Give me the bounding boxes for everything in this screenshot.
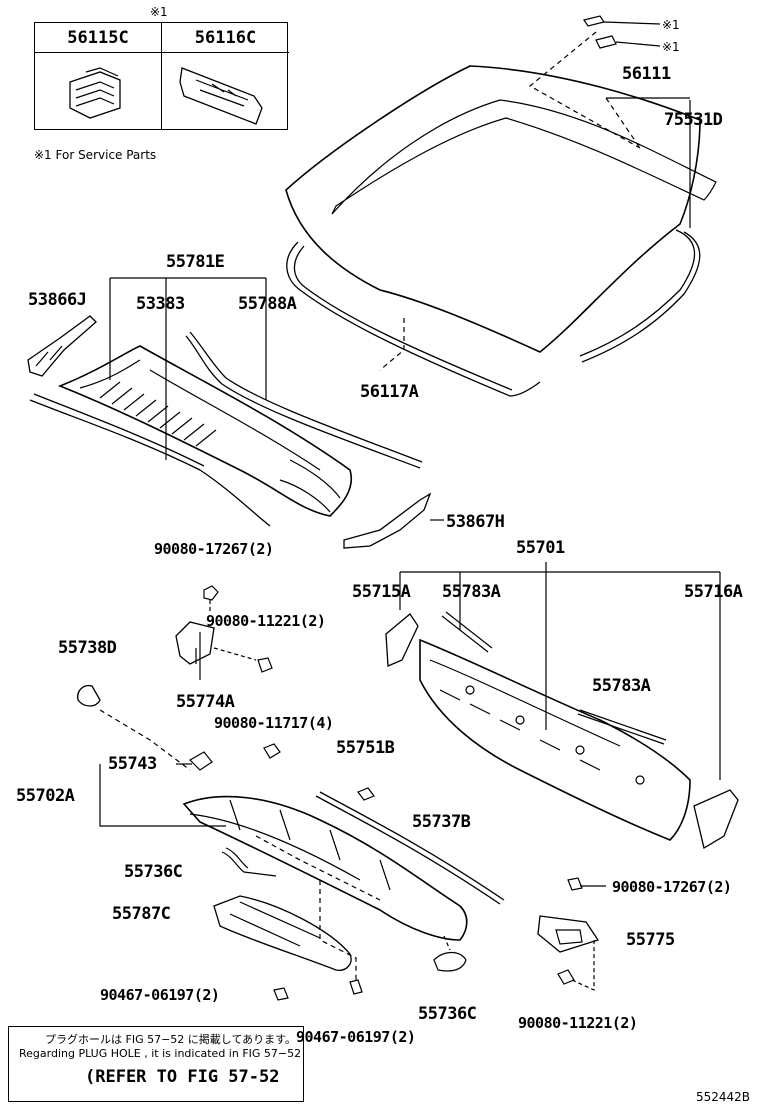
- bracket-55775: [537, 915, 600, 953]
- label-55783a-top: 55783A: [442, 582, 501, 602]
- grommet-55738d: [77, 684, 101, 707]
- bolt-icon: [273, 987, 289, 1001]
- label-55737b: 55737B: [412, 812, 471, 832]
- label-56117a: 56117A: [360, 382, 419, 402]
- seal-55736c-left: [221, 847, 277, 877]
- clip-55751b: [357, 787, 375, 801]
- label-53867h: 53867H: [446, 512, 505, 532]
- reference-note-en: Regarding PLUG HOLE , it is indicated in…: [19, 1047, 302, 1060]
- cowl-top-panel: [57, 345, 353, 517]
- bracket-55774a: [175, 621, 215, 680]
- bolt-icon: [567, 877, 583, 891]
- bolt-icon: [203, 585, 219, 601]
- strip-55737b: [315, 791, 505, 905]
- service-parts-table: 56115C 56116C: [34, 22, 289, 130]
- label-55701: 55701: [516, 538, 565, 558]
- label-90080-11221-bottom: 90080-11221(2): [518, 1014, 638, 1032]
- label-55774a: 55774A: [176, 692, 235, 712]
- service-mark-top: ※1: [150, 5, 168, 19]
- clip-mark-b: ※1: [662, 40, 680, 54]
- windshield-glass: [285, 31, 717, 353]
- seal-55788a: [185, 331, 423, 469]
- label-55783a-mid: 55783A: [592, 676, 651, 696]
- label-55715a: 55715A: [352, 582, 411, 602]
- label-90467-06197-left: 90467-06197(2): [100, 986, 220, 1004]
- label-55716a: 55716A: [684, 582, 743, 602]
- label-90080-17267-right: 90080-17267(2): [612, 878, 732, 896]
- strip-55783a-mid: [577, 709, 667, 745]
- part-53866j-icon: [27, 315, 97, 377]
- bolt-icon: [557, 969, 575, 985]
- service-footnote: ※1 For Service Parts: [34, 148, 157, 162]
- bolt-icon: [263, 743, 281, 759]
- cowl-lower-panel: [182, 795, 468, 941]
- label-53866j: 53866J: [28, 290, 87, 310]
- molding-56117a: [286, 241, 541, 397]
- bolt-icon: [349, 979, 363, 995]
- label-55736c-bottom: 55736C: [418, 1004, 477, 1024]
- part-55715a: [385, 613, 419, 667]
- label-55751b: 55751B: [336, 738, 395, 758]
- label-55775: 55775: [626, 930, 675, 950]
- label-56111: 56111: [622, 64, 671, 84]
- label-55787c: 55787C: [112, 904, 171, 924]
- label-55702a: 55702A: [16, 786, 75, 806]
- service-col-56116c: 56116C: [162, 23, 289, 53]
- dash-panel: [419, 638, 691, 841]
- label-90467-06197-bottom: 90467-06197(2): [296, 1028, 416, 1046]
- reference-note-box: プラグホールは FIG 57−52 に掲載してあります。 Regarding P…: [8, 1026, 304, 1102]
- reference-note-jp: プラグホールは FIG 57−52 に掲載してあります。: [45, 1033, 297, 1046]
- molding-75531d: [579, 229, 701, 363]
- label-75531d: 75531D: [664, 110, 723, 130]
- strip-55783a-top: [441, 611, 493, 653]
- service-col-56115c: 56115C: [35, 23, 162, 53]
- refer-to-fig-link[interactable]: (REFER TO FIG 57-52: [85, 1067, 280, 1087]
- part-55716a: [693, 789, 739, 850]
- part-56116c-icon: [179, 67, 263, 125]
- label-55743: 55743: [108, 754, 157, 774]
- clip-mark-a: ※1: [662, 18, 680, 32]
- duct-55787c: [213, 895, 352, 971]
- label-55736c-left: 55736C: [124, 862, 183, 882]
- label-90080-17267-top: 90080-17267(2): [154, 540, 274, 558]
- label-53383: 53383: [136, 294, 185, 314]
- label-55781e: 55781E: [166, 252, 225, 272]
- drawing-code: 552442B: [696, 1090, 751, 1104]
- label-55788a: 55788A: [238, 294, 297, 314]
- part-53867h-icon: [343, 492, 444, 549]
- label-55738d: 55738D: [58, 638, 117, 658]
- seal-55736c-bottom: [433, 951, 467, 972]
- part-56115c-icon: [69, 67, 121, 119]
- label-90080-11717: 90080-11717(4): [214, 714, 334, 732]
- clip-icon: [583, 15, 661, 49]
- clip-55743: [189, 751, 213, 771]
- bolt-icon: [257, 657, 273, 673]
- label-90080-11221-top: 90080-11221(2): [206, 612, 326, 630]
